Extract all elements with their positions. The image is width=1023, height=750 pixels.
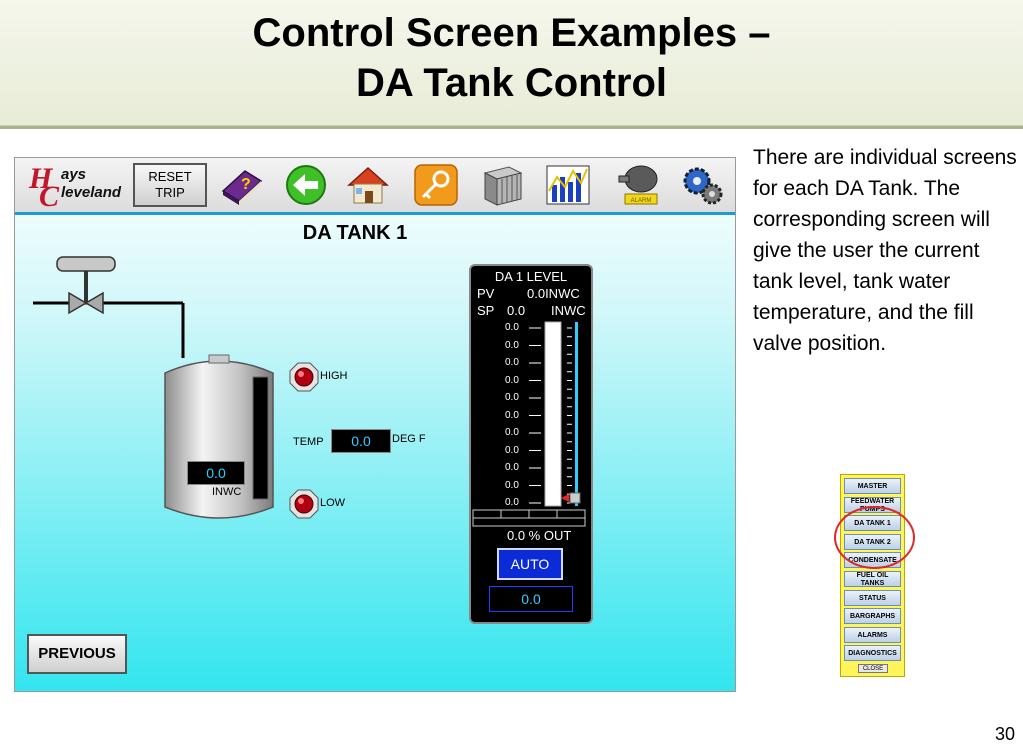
bargraph-tick-label: 0.0 bbox=[505, 497, 519, 508]
da-tank-vessel bbox=[161, 353, 277, 532]
bargraph-tick-label: 0.0 bbox=[505, 479, 519, 491]
fill-valve[interactable] bbox=[33, 250, 193, 375]
pv-label: PV bbox=[477, 286, 495, 301]
key-icon[interactable] bbox=[413, 163, 459, 207]
low-label: LOW bbox=[320, 497, 346, 509]
bargraph-tick-label: 0.0 bbox=[505, 462, 519, 473]
previous-button[interactable]: PREVIOUS bbox=[27, 634, 127, 674]
bargraph-tick-label: 0.0 bbox=[505, 339, 519, 351]
bargraph-tick-label: 0.0 bbox=[505, 357, 519, 368]
high-label: HIGH bbox=[320, 370, 348, 382]
svg-text:ALARM: ALARM bbox=[631, 198, 652, 204]
tank-level-readout: 0.0 bbox=[187, 461, 245, 485]
back-arrow-icon[interactable] bbox=[283, 163, 329, 207]
slide-title-line2: DA Tank Control bbox=[355, 61, 668, 105]
screen-title: DA TANK 1 bbox=[302, 222, 408, 244]
bargraph-tick-label: 0.0 bbox=[505, 322, 519, 333]
level-bargraph-panel: DA 1 LEVEL PV 0.0INWC SP 0.0 INWC 0.0 0.0… bbox=[469, 264, 593, 624]
bargraph-tick-label: 0.0 bbox=[505, 427, 519, 438]
bargraph-scale bbox=[472, 321, 586, 527]
page-number: 30 bbox=[994, 724, 1015, 744]
settings-gears-icon[interactable] bbox=[679, 163, 725, 207]
temp-label: TEMP bbox=[293, 436, 324, 448]
reset-label: RESET bbox=[148, 169, 192, 184]
menu-close-button[interactable]: CLOSE bbox=[858, 664, 888, 673]
logo-text-line2: leveland bbox=[61, 184, 122, 201]
slide-title: Control Screen Examples – DA Tank Contro… bbox=[0, 8, 1023, 108]
menu-item-fuel-oil-tanks[interactable]: FUEL OIL TANKS bbox=[844, 571, 901, 587]
header-divider bbox=[0, 126, 1023, 129]
reset-trip-button[interactable]: RESET TRIP bbox=[133, 163, 207, 207]
bargraph-tick-label: 0.0 bbox=[505, 374, 519, 386]
bargraph-tick-label: 0.0 bbox=[505, 392, 519, 403]
bargraph-tick-label: 0.0 bbox=[505, 444, 519, 456]
logo-text-line1: ays bbox=[61, 166, 87, 183]
highlight-circle bbox=[834, 506, 915, 569]
menu-item-diagnostics[interactable]: DIAGNOSTICS bbox=[844, 645, 901, 662]
high-level-alarm-lamp bbox=[289, 362, 319, 397]
help-book-icon[interactable]: ? bbox=[219, 163, 265, 207]
slide-header: Control Screen Examples – DA Tank Contro… bbox=[0, 0, 1023, 126]
server-rack-icon[interactable] bbox=[479, 163, 525, 207]
home-icon[interactable] bbox=[345, 163, 391, 207]
bargraph-tick-label: 0.0 bbox=[505, 409, 519, 421]
sp-value[interactable]: 0.0 bbox=[507, 303, 526, 318]
output-value-field[interactable]: 0.0 bbox=[489, 586, 573, 612]
temp-readout: 0.0 bbox=[331, 429, 391, 453]
menu-item-alarms[interactable]: ALARMS bbox=[844, 626, 901, 643]
menu-item-master[interactable]: MASTER bbox=[844, 478, 901, 494]
temp-unit: DEG F bbox=[392, 433, 426, 445]
output-percent-label: 0.0 % OUT bbox=[507, 528, 572, 543]
trip-label: TRIP bbox=[155, 185, 185, 200]
sp-unit: INWC bbox=[551, 303, 586, 318]
menu-item-bargraphs[interactable]: BARGRAPHS bbox=[844, 608, 901, 625]
low-level-alarm-lamp bbox=[289, 489, 319, 524]
sp-label: SP bbox=[477, 303, 495, 318]
auto-mode-button[interactable]: AUTO bbox=[497, 548, 563, 580]
alarm-bell-icon[interactable]: ALARM bbox=[615, 163, 661, 207]
trend-chart-icon[interactable] bbox=[545, 163, 591, 207]
tank-level-unit: INWC bbox=[212, 486, 242, 498]
menu-item-status[interactable]: STATUS bbox=[844, 589, 901, 606]
svg-text:?: ? bbox=[241, 176, 251, 193]
slide-title-line1: Control Screen Examples – bbox=[252, 11, 771, 55]
pv-value: 0.0INWC bbox=[527, 286, 580, 301]
slide-description: There are individual screens for each DA… bbox=[753, 146, 1017, 355]
bargraph-title: DA 1 LEVEL bbox=[494, 269, 568, 284]
